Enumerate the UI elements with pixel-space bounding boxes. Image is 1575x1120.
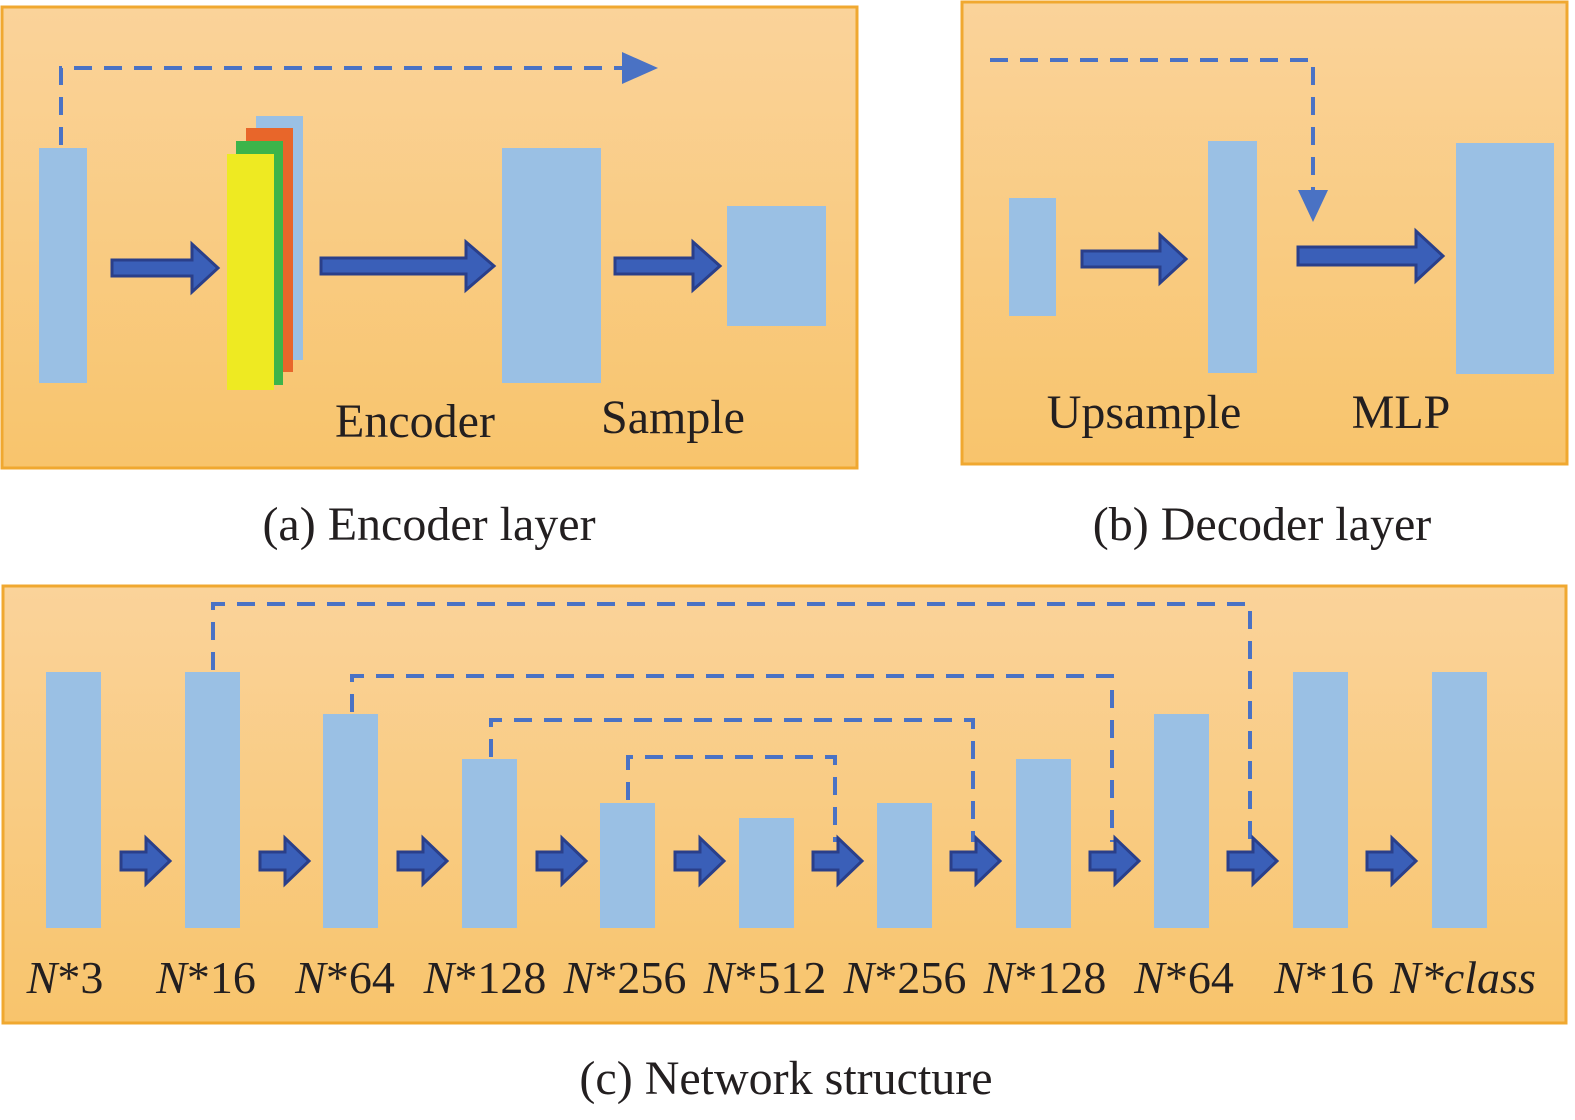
encoder-caption: (a) Encoder layer	[262, 498, 595, 551]
network-block-n64	[323, 714, 378, 928]
upsample-label: Upsample	[1047, 386, 1242, 439]
upsample-block	[1208, 141, 1257, 373]
layer-label-10: N*class	[1389, 952, 1536, 1003]
mlp-arrow	[1296, 227, 1446, 285]
network-block-n256	[600, 803, 655, 928]
upsample-arrow	[1080, 231, 1189, 287]
network-arrow-3	[396, 834, 450, 888]
network-arrow-4	[535, 834, 589, 888]
network-block-class	[1432, 672, 1487, 928]
encoder-input-block	[39, 148, 87, 383]
network-arrow-10	[1365, 834, 1419, 888]
layer-label-1: N*16	[155, 952, 256, 1003]
network-panel: N*3 N*16 N*64 N*128 N*256 N*512 N*256 N*…	[1, 584, 1568, 1025]
layer-label-8: N*64	[1133, 952, 1234, 1003]
decoder-panel: Upsample MLP	[960, 0, 1569, 466]
encoder-panel-background	[0, 5, 859, 470]
encoder-skip-dashed-link	[59, 66, 630, 145]
decoder-skip-arrowhead	[1298, 190, 1328, 222]
network-block-n16-up	[1293, 672, 1348, 928]
network-block-n512	[739, 818, 794, 928]
network-caption: (c) Network structure	[579, 1052, 992, 1105]
layer-label-4: N*256	[563, 952, 687, 1003]
layer-label-7: N*128	[983, 952, 1107, 1003]
feature-map-yellow	[227, 154, 274, 390]
network-arrow-1	[119, 834, 173, 888]
network-arrow-6	[811, 834, 865, 888]
network-block-n128-up	[1016, 759, 1071, 928]
layer-label-3: N*128	[423, 952, 547, 1003]
network-block-n64-up	[1154, 714, 1209, 928]
encoder-arrow-1	[110, 240, 221, 296]
network-block-n3	[46, 672, 101, 928]
layer-label-9: N*16	[1273, 952, 1374, 1003]
network-arrow-5	[673, 834, 727, 888]
mlp-label: MLP	[1352, 386, 1451, 439]
network-arrow-8	[1088, 834, 1142, 888]
network-arrow-7	[949, 834, 1003, 888]
network-arrows	[119, 834, 1419, 888]
encoder-skip-arrowhead	[622, 52, 658, 84]
skip-link-128	[489, 718, 975, 842]
decoder-panel-background	[960, 0, 1569, 466]
decoder-input-block	[1009, 198, 1056, 316]
layer-labels: N*3 N*16 N*64 N*128 N*256 N*512 N*256 N*…	[26, 952, 1536, 1003]
network-block-n16	[185, 672, 240, 928]
decoder-skip-dashed-link	[990, 58, 1315, 198]
skip-link-64	[350, 674, 1114, 842]
layer-label-5: N*512	[703, 952, 827, 1003]
network-arrow-9	[1226, 834, 1280, 888]
encoder-arrow-2	[319, 238, 497, 294]
decoder-caption: (b) Decoder layer	[1093, 498, 1431, 551]
network-block-n256-up	[877, 803, 932, 928]
network-block-n128	[462, 759, 517, 928]
mlp-block	[1456, 143, 1554, 374]
layer-label-2: N*64	[294, 952, 395, 1003]
encoder-label: Encoder	[335, 395, 495, 448]
layer-label-0: N*3	[26, 952, 104, 1003]
layer-label-6: N*256	[843, 952, 967, 1003]
sample-block	[727, 206, 826, 326]
encoder-panel: Encoder Sample	[0, 5, 859, 470]
encoder-arrow-3	[613, 238, 723, 294]
skip-link-16	[211, 602, 1252, 842]
network-arrow-2	[258, 834, 312, 888]
encoder-output-block	[502, 148, 601, 383]
sample-label: Sample	[601, 391, 745, 444]
